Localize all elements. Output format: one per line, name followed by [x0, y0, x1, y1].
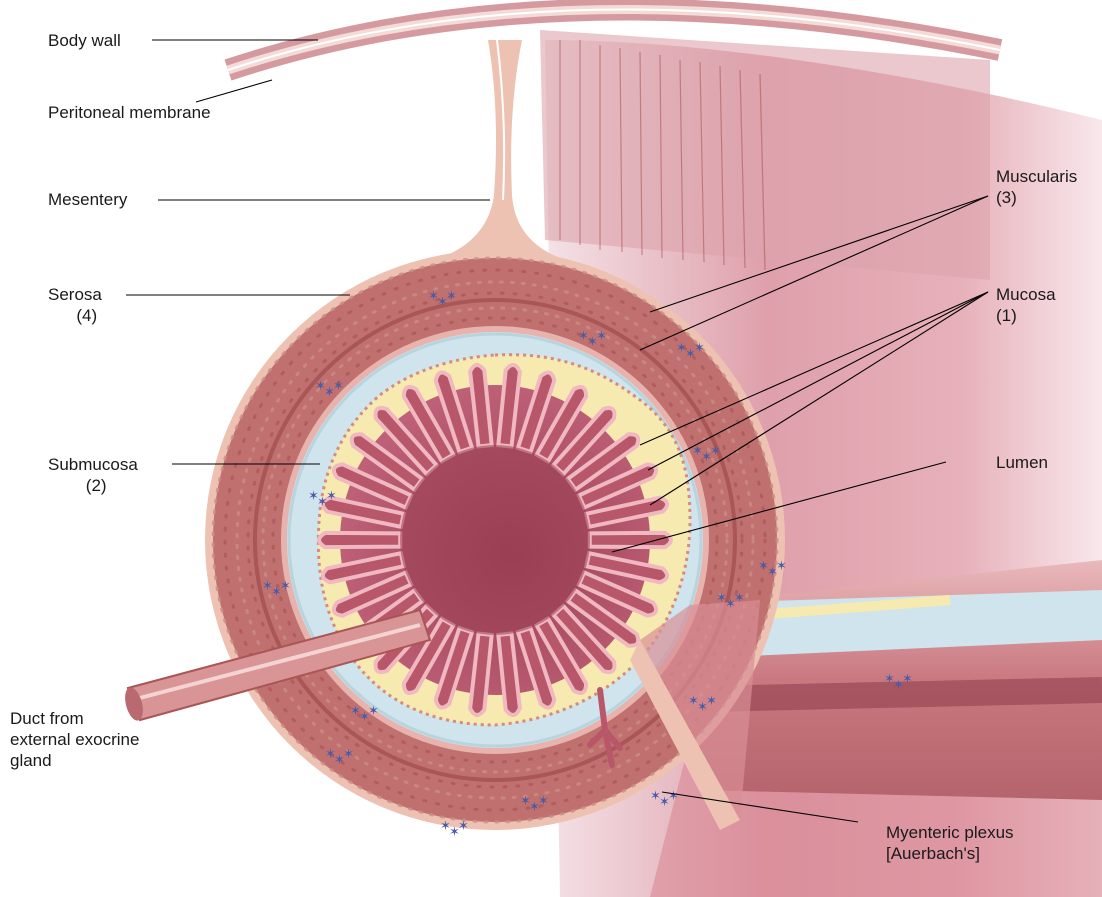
plexus-star-icon: ✶ — [706, 694, 717, 709]
muscle-wall-striations — [540, 30, 990, 280]
label-duct: Duct from external exocrine gland — [10, 708, 139, 771]
plexus-star-icon: ✶ — [368, 704, 379, 719]
plexus-star-icon: ✶ — [902, 672, 913, 687]
plexus-star-icon: ✶ — [538, 794, 549, 809]
plexus-star-icon: ✶ — [776, 559, 787, 574]
plexus-star-icon: ✶ — [596, 329, 607, 344]
villus-fold — [319, 533, 400, 547]
label-lumen: Lumen — [996, 452, 1048, 473]
plexus-star-icon: ✶ — [710, 444, 721, 459]
label-mucosa: Mucosa (1) — [996, 284, 1056, 326]
plexus-star-icon: ✶ — [343, 747, 354, 762]
label-mesentery: Mesentery — [48, 189, 127, 210]
label-myenteric-plexus: Myenteric plexus [Auerbach's] — [886, 822, 1014, 864]
plexus-star-icon: ✶ — [280, 579, 291, 594]
label-peritoneal-membrane: Peritoneal membrane — [48, 102, 211, 123]
plexus-star-icon: ✶ — [734, 591, 745, 606]
villus-fold — [590, 533, 671, 547]
plexus-star-icon: ✶ — [458, 819, 469, 834]
label-serosa: Serosa (4) — [48, 284, 102, 326]
label-submucosa: Submucosa (2) — [48, 454, 138, 496]
plexus-star-icon: ✶ — [694, 341, 705, 356]
label-body-wall: Body wall — [48, 30, 121, 51]
plexus-star-icon: ✶ — [446, 289, 457, 304]
plexus-star-icon: ✶ — [333, 379, 344, 394]
plexus-star-icon: ✶ — [668, 789, 679, 804]
label-muscularis: Muscularis (3) — [996, 166, 1077, 208]
plexus-star-icon: ✶ — [326, 489, 337, 504]
